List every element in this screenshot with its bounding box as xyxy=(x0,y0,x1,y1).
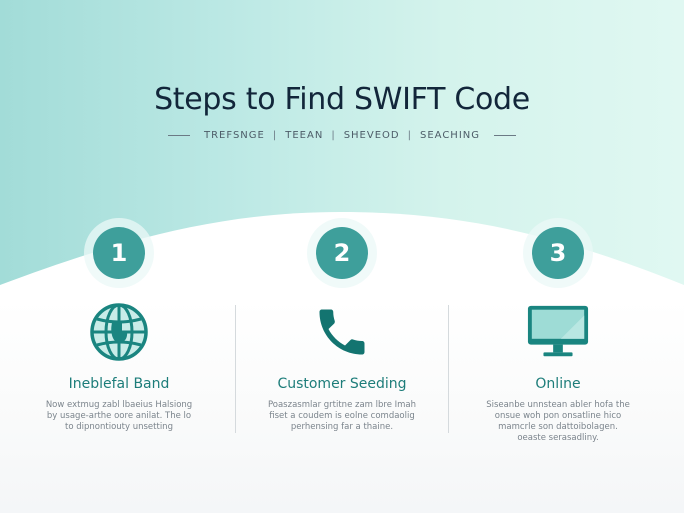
phone-icon xyxy=(310,300,374,364)
page-title: Steps to Find SWIFT Code xyxy=(154,82,530,117)
step-description: Poaszasmlar grtitne zam lbre Imah fiset … xyxy=(267,400,417,432)
subtitle-item: SEACHING xyxy=(419,130,480,141)
step-3: 3 Online Siseanbe unnstean abler hofa th… xyxy=(458,218,658,444)
column-divider xyxy=(448,305,449,433)
step-description: Siseanbe unnstean abler hofa the onsue w… xyxy=(486,400,630,443)
step-title: Online xyxy=(535,376,581,392)
step-description: Now extmug zabl lbaeius Halsiong by usag… xyxy=(45,400,193,432)
subtitle-bar: TREFSNGE | TEEAN | SHEVEOD | SEACHING xyxy=(0,130,684,141)
step-title: Customer Seeding xyxy=(277,376,407,392)
globe-icon xyxy=(87,300,151,364)
step-number-halo: 1 xyxy=(84,218,154,288)
column-divider xyxy=(235,305,236,433)
left-rule xyxy=(168,135,190,136)
separator: | xyxy=(407,130,412,141)
step-1: 1 Ineblefal Band Now extmug zabl lbaeius… xyxy=(19,218,219,433)
step-number-halo: 2 xyxy=(307,218,377,288)
subtitle-item: SHEVEOD xyxy=(343,130,400,141)
step-number-badge: 2 xyxy=(316,227,368,279)
step-number-badge: 1 xyxy=(93,227,145,279)
step-number-halo: 3 xyxy=(523,218,593,288)
step-number-badge: 3 xyxy=(532,227,584,279)
separator: | xyxy=(272,130,278,141)
right-rule xyxy=(494,135,516,136)
monitor-icon xyxy=(526,300,590,364)
step-2: 2 Customer Seeding Poaszasmlar grtitne z… xyxy=(242,218,442,433)
subtitle-item: TREFSNGE xyxy=(204,130,265,141)
step-title: Ineblefal Band xyxy=(68,376,170,392)
separator: | xyxy=(331,130,336,141)
subtitle-item: TEEAN xyxy=(285,130,324,141)
